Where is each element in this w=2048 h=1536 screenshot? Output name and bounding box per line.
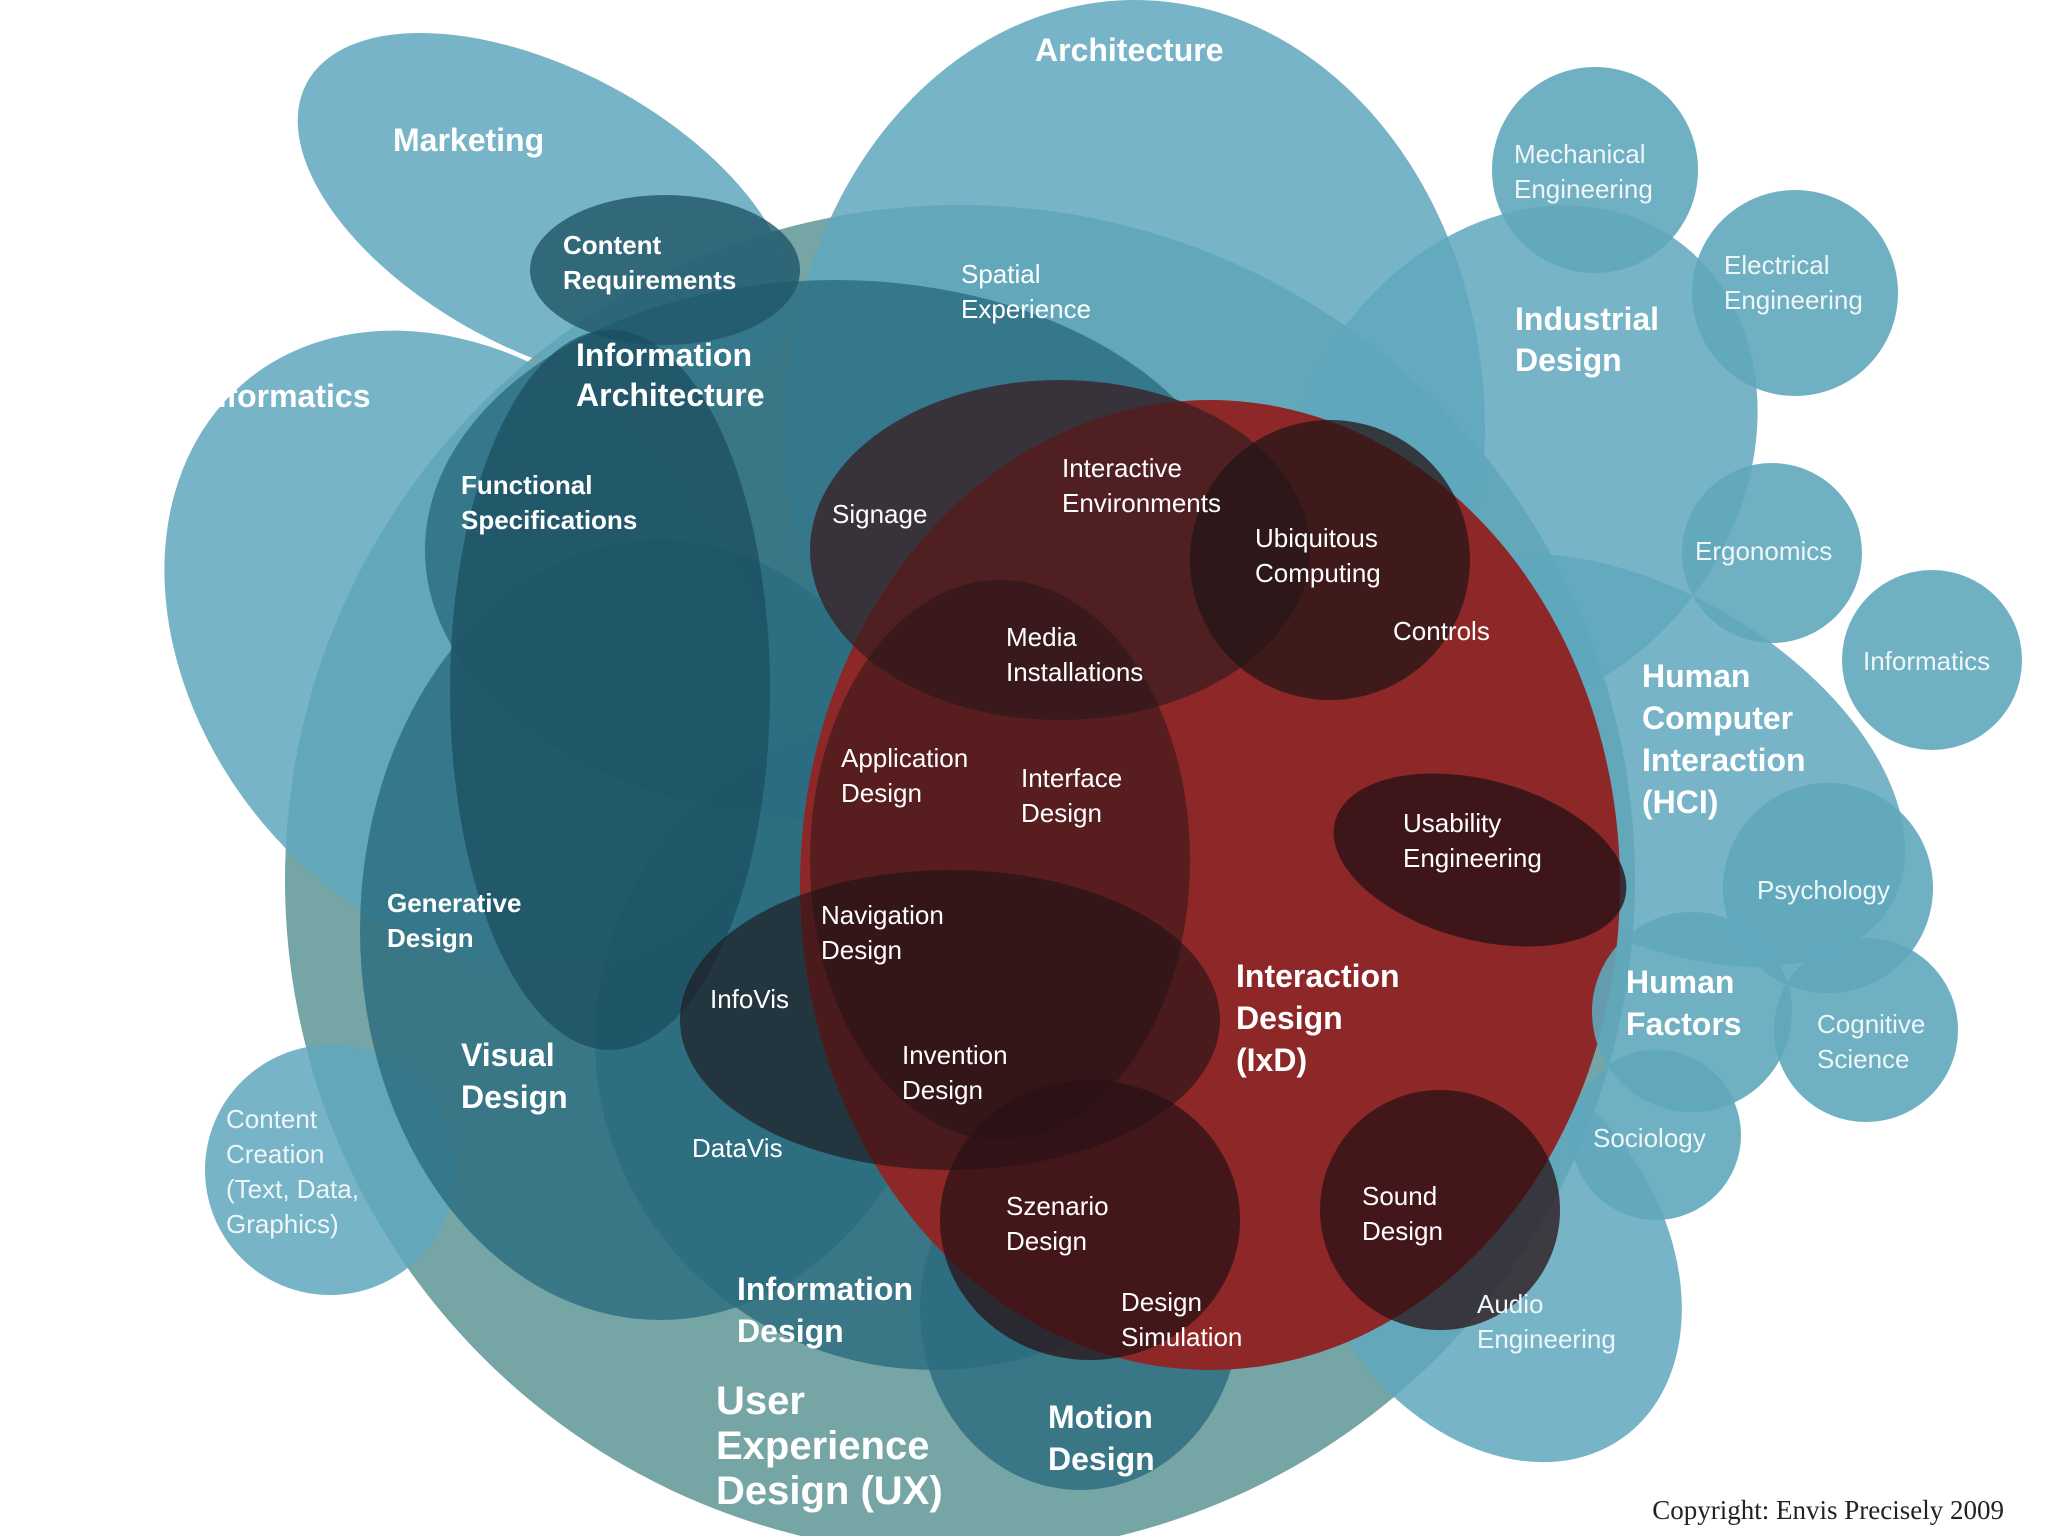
invention-design-label: Invention Design — [902, 1040, 1015, 1105]
content-requirements-ellipse — [530, 195, 800, 345]
usability-engineering-ellipse — [1333, 773, 1627, 947]
szenario-design-ellipse — [940, 1080, 1240, 1360]
generative-design-label: Generative Design — [387, 888, 529, 953]
ubiquitous-computing-label: Ubiquitous Computing — [1255, 523, 1385, 588]
functional-specifications-ellipse — [450, 330, 770, 1050]
signage-label: Signage — [832, 499, 927, 529]
electrical-engineering-circle — [1692, 190, 1898, 396]
information-design-label: Information Design — [737, 1271, 922, 1349]
ux-label: User Experience Design (UX) — [716, 1379, 943, 1513]
mechanical-engineering-circle — [1492, 67, 1698, 273]
audio-engineering-label: Audio Engineering — [1477, 1289, 1616, 1354]
copyright-text: Copyright: Envis Precisely 2009 — [1652, 1495, 2004, 1525]
shape-layer — [164, 0, 2022, 1536]
cognitive-science-circle — [1774, 938, 1958, 1122]
architecture-label: Architecture — [1035, 32, 1224, 68]
information-architecture-label: Information Architecture — [576, 337, 765, 413]
interactive-environments-label: Interactive Environments — [1062, 453, 1221, 518]
mechanical-engineering-label: Mechanical Engineering — [1514, 139, 1653, 204]
infovis-label: InfoVis — [710, 984, 789, 1014]
electrical-engineering-label: Electrical Engineering — [1724, 250, 1863, 315]
content-creation-circle — [205, 1045, 455, 1295]
human-factors-label: Human Factors — [1626, 964, 1743, 1042]
hci-label: Human Computer Interaction (HCI) — [1642, 658, 1814, 820]
marketing-label: Marketing — [393, 122, 544, 158]
informatics-right-label: Informatics — [1863, 646, 1990, 676]
application-design-label: Application Design — [841, 743, 975, 808]
controls-label: Controls — [1393, 616, 1490, 646]
informatics-left-label: Informatics — [198, 378, 370, 414]
ergonomics-circle — [1682, 463, 1862, 643]
datavis-label: DataVis — [692, 1133, 783, 1163]
interface-design-label: Interface Design — [1021, 763, 1129, 828]
sound-design-label: Sound Design — [1362, 1181, 1444, 1246]
navigation-design-label: Navigation Design — [821, 900, 951, 965]
functional-specifications-label: Functional Specifications — [461, 470, 637, 535]
spatial-experience-label: Spatial Experience — [961, 259, 1091, 324]
design-simulation-label: Design Simulation — [1121, 1287, 1242, 1352]
content-creation-label: Content Creation (Text, Data, Graphics) — [226, 1104, 366, 1239]
informatics-right-circle — [1842, 570, 2022, 750]
psychology-label: Psychology — [1757, 875, 1890, 905]
sociology-label: Sociology — [1593, 1123, 1706, 1153]
media-installations-label: Media Installations — [1006, 622, 1143, 687]
label-layer: Architecture Marketing Content Requireme… — [198, 32, 1990, 1513]
usability-engineering-label: Usability Engineering — [1403, 808, 1542, 873]
ubiquitous-computing-ellipse — [1190, 420, 1470, 700]
content-requirements-label: Content Requirements — [563, 230, 736, 295]
sociology-circle — [1571, 1050, 1741, 1220]
szenario-design-label: Szenario Design — [1006, 1191, 1116, 1256]
interaction-design-label: Interaction Design (IxD) — [1236, 958, 1408, 1078]
cognitive-science-label: Cognitive Science — [1817, 1009, 1933, 1074]
visual-design-label: Visual Design — [461, 1037, 568, 1115]
industrial-design-label: Industrial Design — [1515, 301, 1668, 378]
ergonomics-label: Ergonomics — [1695, 536, 1832, 566]
motion-design-label: Motion Design — [1048, 1399, 1162, 1477]
sound-design-ellipse — [1320, 1090, 1560, 1330]
